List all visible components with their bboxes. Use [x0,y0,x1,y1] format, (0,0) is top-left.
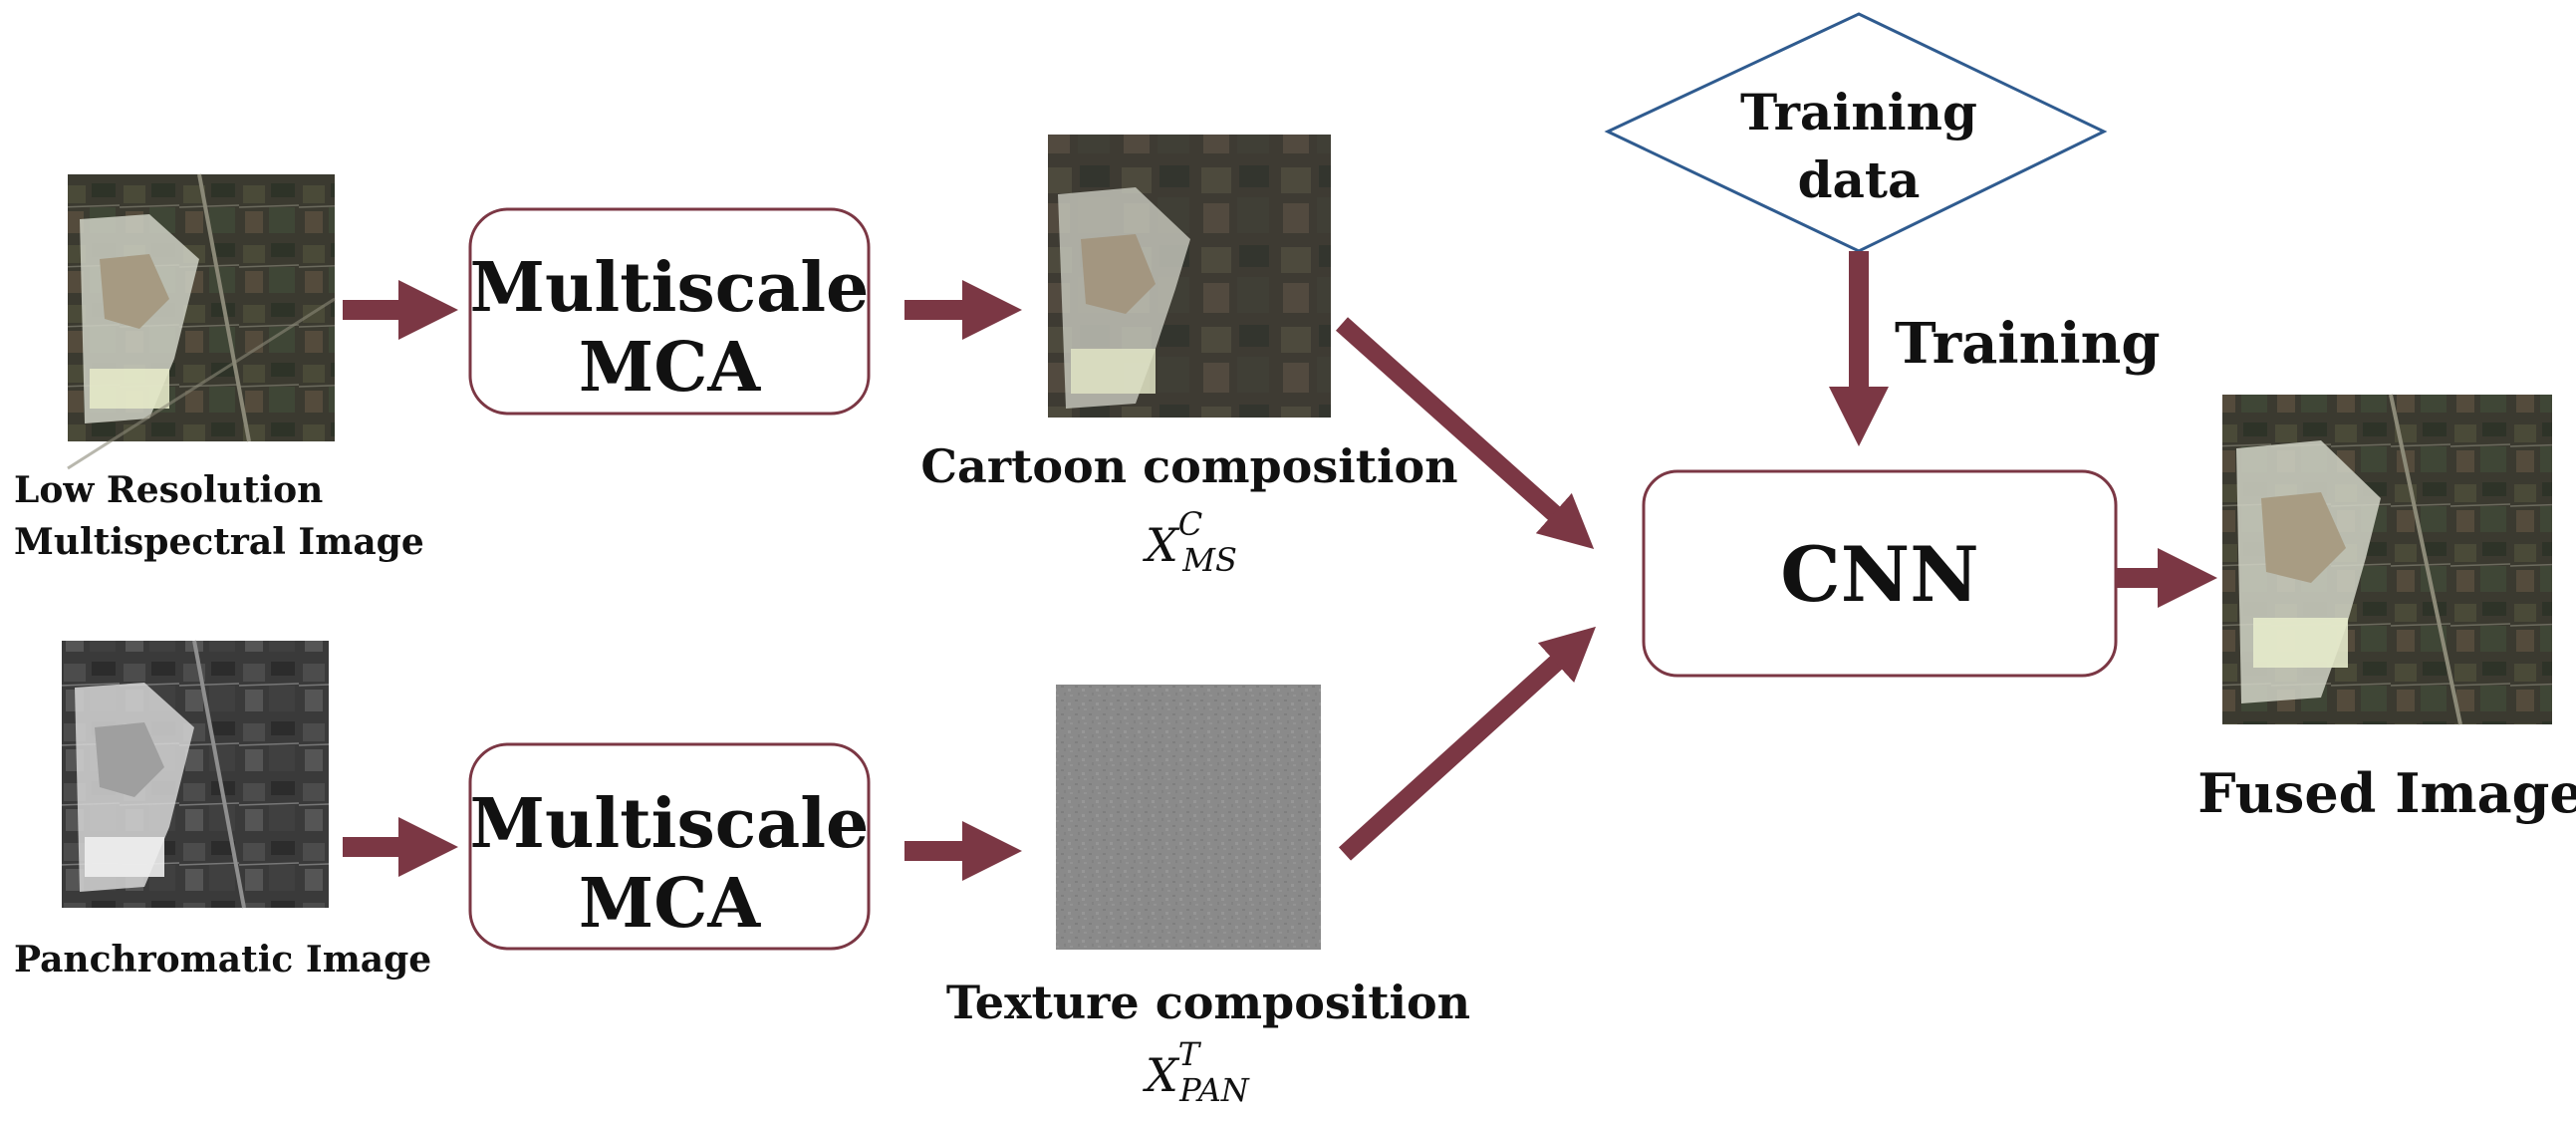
pan-image [62,640,329,909]
training-data-node: Training data [1604,12,2108,253]
texture-label: Texture composition [946,976,1470,1029]
texture-image-icon [1056,685,1321,950]
mca-bottom-line2: MCA [579,864,761,944]
training-data-line1: Training [1740,83,1977,141]
texture-image [1056,685,1321,950]
cnn-label: CNN [1780,530,1978,619]
training-data-line2: data [1798,150,1921,209]
lrms-label-line2: Multispectral Image [14,521,424,563]
pan-image-icon [75,640,246,909]
mca-top-line2: MCA [579,328,761,408]
arrow-texture-to-cnn [1338,626,1597,861]
mca-top-line1: Multiscale [470,248,870,328]
mca-top-block: Multiscale MCA [468,207,871,416]
lrms-image-icon [67,173,336,470]
cartoon-label: Cartoon composition [920,439,1457,493]
cartoon-image [1048,135,1331,418]
fused-image-icon [2236,394,2462,725]
cnn-block: CNN [1642,469,2118,678]
mca-bottom-line1: Multiscale [470,784,870,864]
fused-image [2222,394,2552,725]
lrms-image [67,173,336,470]
arrow-cartoon-to-cnn [1336,317,1595,549]
cartoon-image-icon [1058,187,1190,409]
lrms-label-line1: Low Resolution [14,469,323,511]
mca-bottom-block: Multiscale MCA [468,742,871,951]
training-edge-label: Training [1895,311,2161,377]
pan-label: Panchromatic Image [14,939,431,981]
fused-label: Fused Image [2197,761,2576,825]
